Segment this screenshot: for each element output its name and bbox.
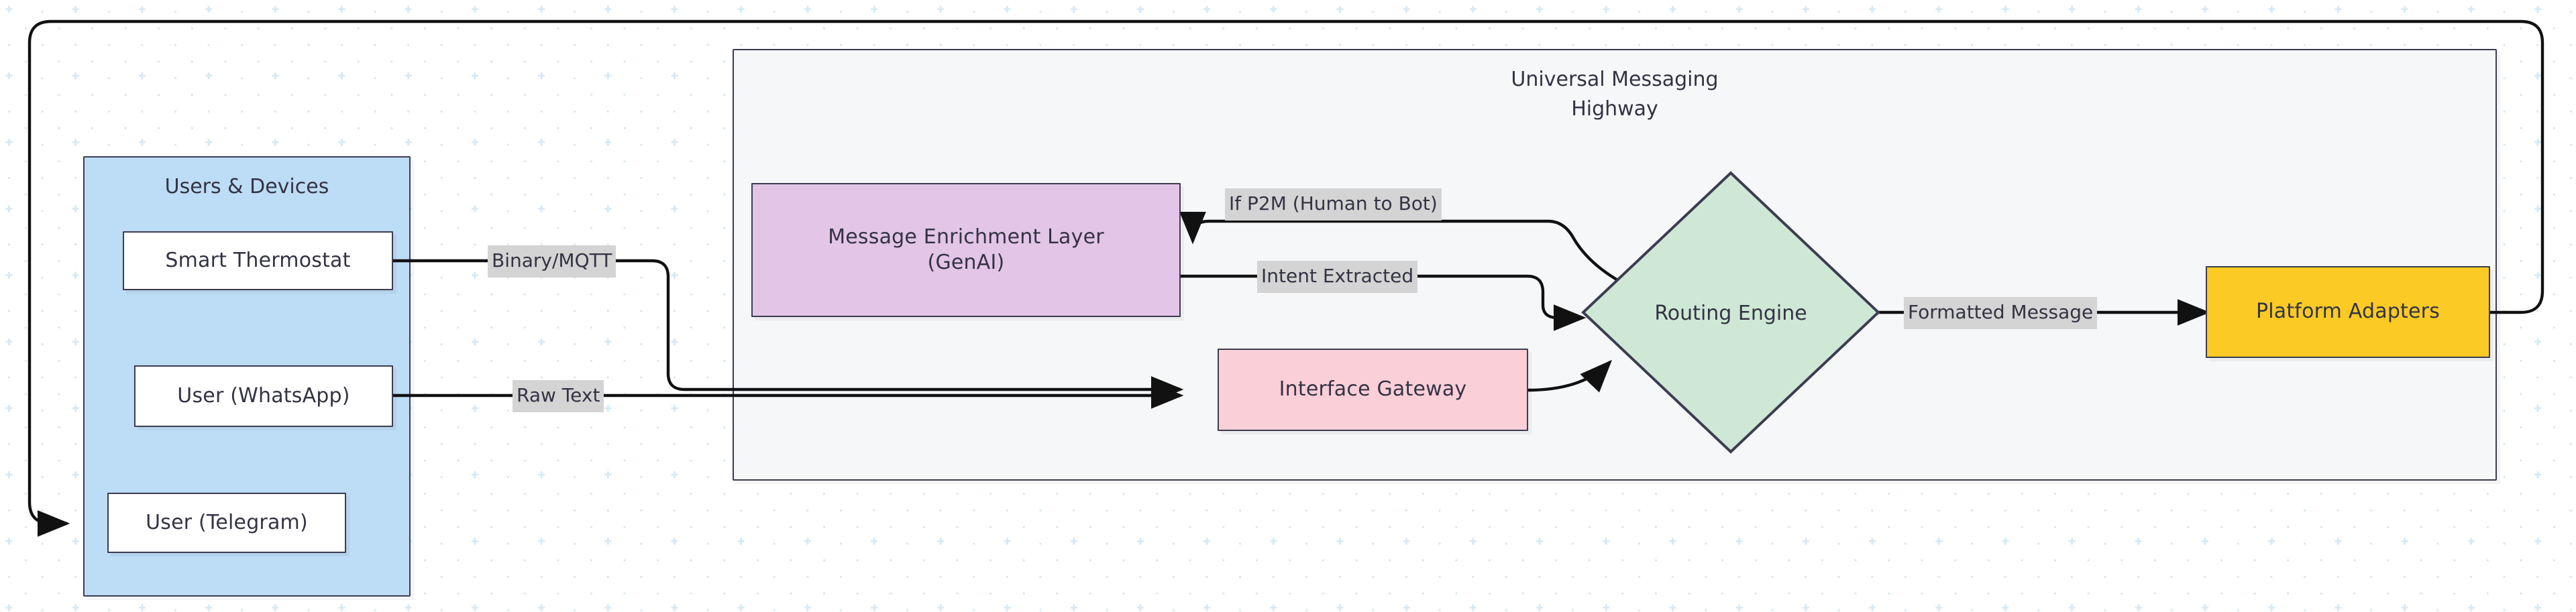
routing-engine-diamond: [1581, 171, 1880, 454]
node-user-telegram[interactable]: User (Telegram): [107, 493, 346, 553]
edge-label-intent-extracted: Intent Extracted: [1257, 261, 1418, 293]
edge-label-raw-text: Raw Text: [513, 380, 604, 412]
node-label-enrichment-line-2: (GenAI): [927, 251, 1005, 274]
subgraph-title-users-devices: Users & Devices: [164, 175, 329, 198]
node-interface-gateway[interactable]: Interface Gateway: [1218, 349, 1528, 431]
edge-enrichment-to-routing: [1181, 274, 1587, 331]
edge-gateway-to-routing: [1527, 359, 1613, 393]
edge-adapters-to-telegram: [28, 19, 2544, 537]
node-user-whatsapp[interactable]: User (WhatsApp): [134, 365, 393, 427]
edge-label-formatted-message: Formatted Message: [1904, 297, 2098, 329]
node-label-routing-engine: Routing Engine: [1654, 302, 1807, 325]
edge-thermostat-to-gateway: [393, 259, 1184, 403]
node-label-user-telegram: User (Telegram): [146, 510, 308, 534]
node-label-smart-thermostat: Smart Thermostat: [165, 248, 351, 272]
node-label-enrichment-line-1: Message Enrichment Layer: [828, 225, 1104, 249]
node-label-interface-gateway: Interface Gateway: [1279, 377, 1467, 402]
subgraph-title-line-1: Universal Messaging: [1511, 68, 1719, 91]
node-label-user-whatsapp: User (WhatsApp): [177, 383, 350, 408]
subgraph-title-universal-messaging-highway: Universal Messaging Highway: [734, 65, 2496, 123]
node-message-enrichment-layer[interactable]: Message Enrichment Layer (GenAI): [751, 183, 1181, 317]
subgraph-title-line-2: Highway: [1571, 97, 1658, 121]
node-smart-thermostat[interactable]: Smart Thermostat: [123, 231, 393, 290]
node-label-platform-adapters: Platform Adapters: [2255, 300, 2440, 324]
edge-routing-to-enrichment: [1179, 212, 1633, 290]
edge-label-if-p2m: If P2M (Human to Bot): [1225, 188, 1442, 221]
edge-label-binary-mqtt: Binary/MQTT: [488, 245, 616, 278]
node-platform-adapters[interactable]: Platform Adapters: [2206, 266, 2490, 358]
